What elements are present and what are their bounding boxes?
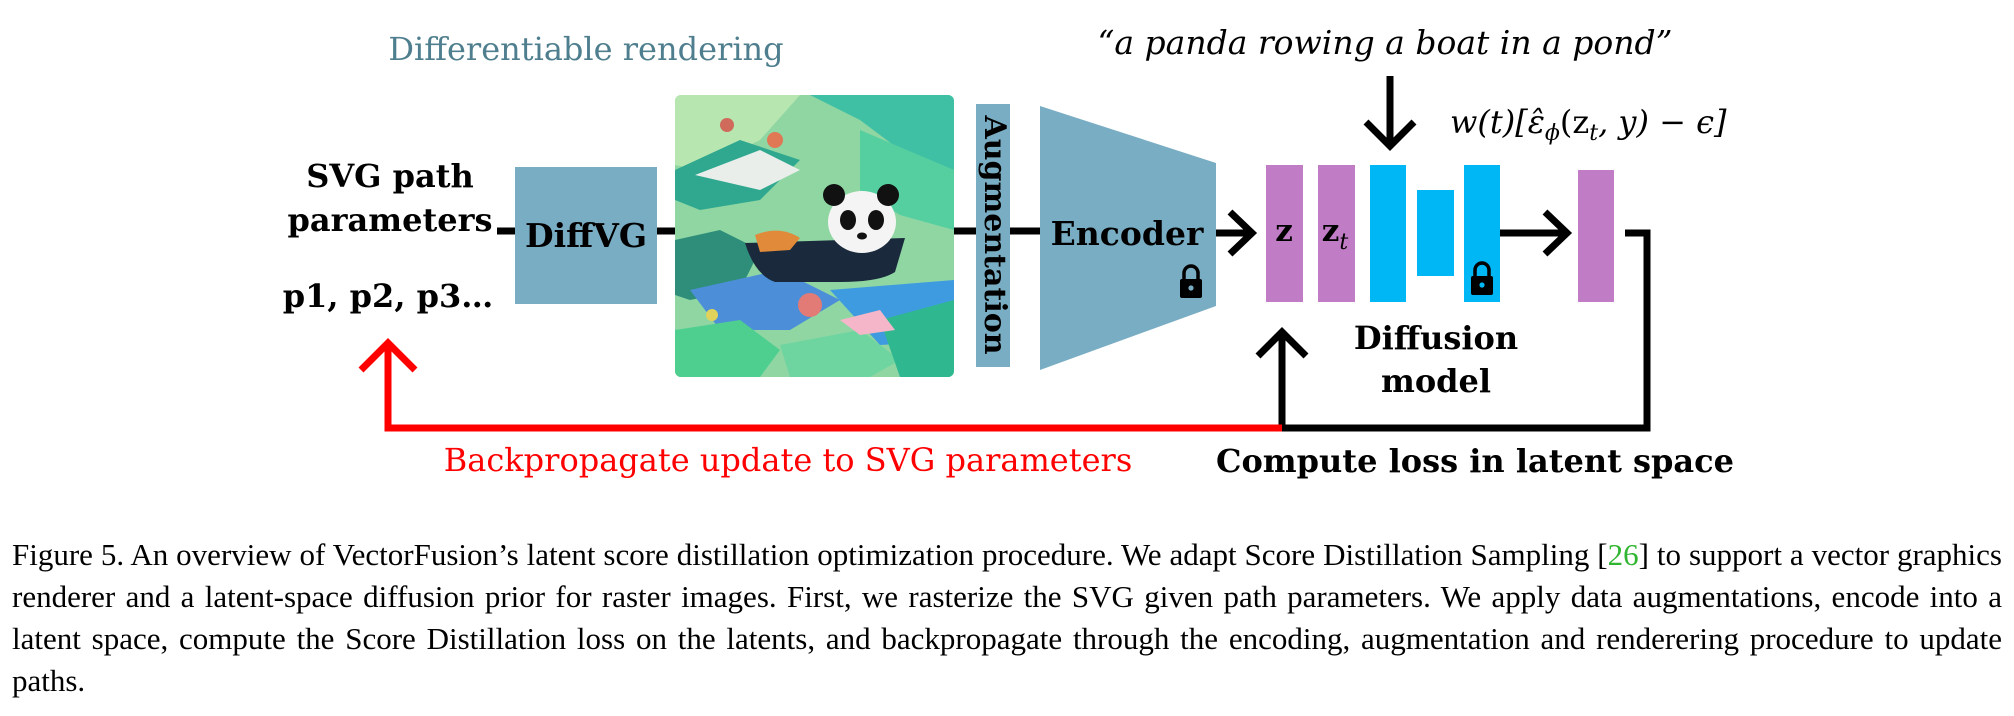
formula-sub-phi: ϕ [1545,121,1560,146]
encoder-block [1040,106,1216,370]
lock-icon [1180,264,1202,298]
backprop-path [358,338,1282,432]
unet-block-left [1370,165,1406,302]
prompt-text: “a panda rowing a boat in a pond” [1098,23,1673,62]
vectorfusion-diagram: Differentiable rendering “a panda rowing… [283,23,1734,480]
diffusion-model-label-2: model [1381,362,1491,400]
svg-params-label-line1: SVG path [306,157,474,195]
loss-feedback-path [1255,229,1651,432]
latent-zt-label: zt [1322,213,1349,255]
augmentation-box [976,104,1010,367]
backprop-label: Backpropagate update to SVG parameters [444,441,1132,479]
diffusion-model-label-1: Diffusion [1354,319,1518,357]
arrow-icon [1363,76,1417,151]
augmentation-label: Augmentation [977,114,1012,354]
params-values: p1, p2, p3… [283,277,493,315]
latent-zt-block [1318,165,1355,302]
diffvg-box [515,167,657,304]
arrow-icon [1500,209,1573,257]
formula-part2: (z [1560,103,1589,141]
encoder-label: Encoder [1051,214,1204,253]
latent-zt-subscript: t [1339,230,1348,255]
formula-sub-t: t [1589,121,1598,146]
latent-z-label: z [1275,213,1293,249]
formula-part1: w(t)[ε̂ [1450,103,1545,141]
caption-suffix: ] to support a vector graphics renderer … [12,537,2002,698]
caption-prefix: Figure 5. An overview of VectorFusion’s … [12,537,1608,572]
lock-icon [1471,261,1493,295]
sds-formula: w(t)[ε̂ϕ(zt, y) − ϵ] [1450,103,1727,146]
latent-zt-main: z [1322,213,1340,249]
diffvg-label: DiffVG [525,216,647,255]
svg-params-label-line2: parameters [288,201,493,239]
formula-part3: , y) − ϵ] [1598,103,1727,141]
output-latent-block [1578,170,1614,302]
rendering-title: Differentiable rendering [388,30,783,68]
arrow-icon [1216,209,1258,257]
caption-citation-link[interactable]: 26 [1607,537,1639,572]
rendered-panda-image [675,95,954,377]
unet-block-middle [1417,190,1454,276]
figure-caption: Figure 5. An overview of VectorFusion’s … [12,534,2002,702]
loss-label: Compute loss in latent space [1216,442,1734,480]
latent-z-block [1266,165,1303,302]
